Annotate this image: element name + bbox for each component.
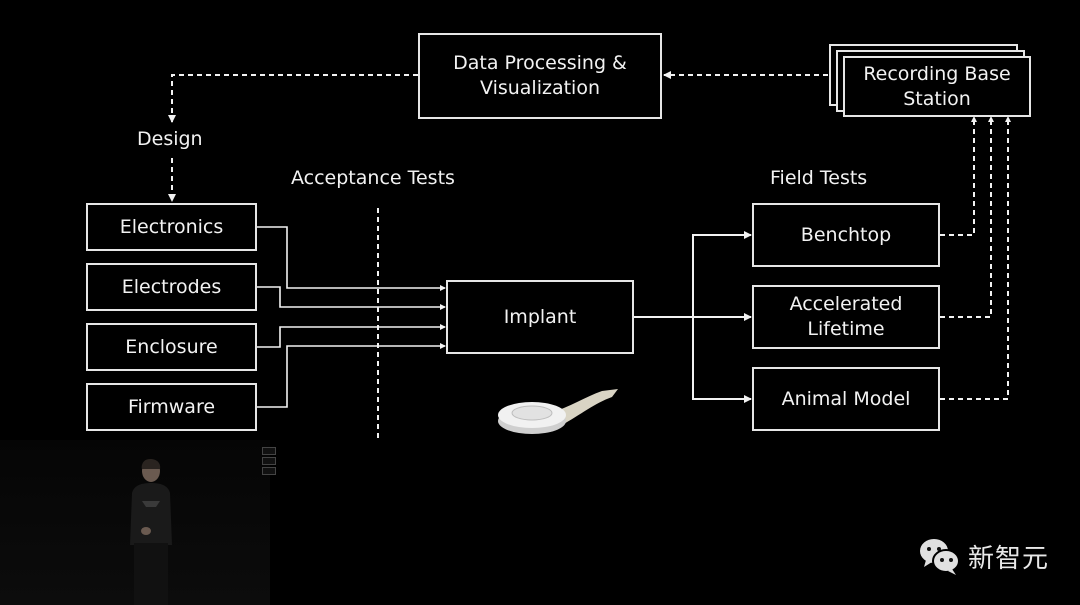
wechat-icon xyxy=(920,539,960,575)
edge-electronics-to-implant xyxy=(256,226,446,291)
label-acceptance-tests: Acceptance Tests xyxy=(291,167,455,189)
node-animal-model: Animal Model xyxy=(752,367,940,431)
edge-accelerated-to-basestation xyxy=(940,116,994,318)
edge-implant-to-benchtop xyxy=(692,231,752,317)
node-enclosure: Enclosure xyxy=(86,323,257,371)
edge-dataprocessing-to-design xyxy=(168,74,418,123)
edge-enclosure-to-implant xyxy=(256,324,446,348)
implant-device-image xyxy=(498,389,618,434)
node-implant: Implant xyxy=(446,280,634,354)
node-accelerated-lifetime: Accelerated Lifetime xyxy=(752,285,940,349)
edge-implant-to-animalmodel xyxy=(692,317,752,403)
node-data-processing: Data Processing & Visualization xyxy=(418,33,662,119)
edge-benchtop-to-basestation xyxy=(940,116,977,236)
node-recording-base-station: Recording Base Station xyxy=(843,56,1031,117)
edge-firmware-to-implant xyxy=(256,343,446,408)
node-firmware: Firmware xyxy=(86,383,257,431)
node-electronics: Electronics xyxy=(86,203,257,251)
label-field-tests: Field Tests xyxy=(770,167,868,189)
node-electrodes: Electrodes xyxy=(86,263,257,311)
watermark: 新智元 xyxy=(918,536,1049,576)
presenter-figure xyxy=(130,459,172,605)
node-benchtop: Benchtop xyxy=(752,203,940,267)
edge-animalmodel-to-basestation xyxy=(940,116,1011,400)
edge-electrodes-to-implant xyxy=(256,286,446,310)
label-design: Design xyxy=(137,128,203,150)
watermark-text: 新智元 xyxy=(968,543,1050,574)
stage-monitor-thumbnails xyxy=(262,447,276,475)
